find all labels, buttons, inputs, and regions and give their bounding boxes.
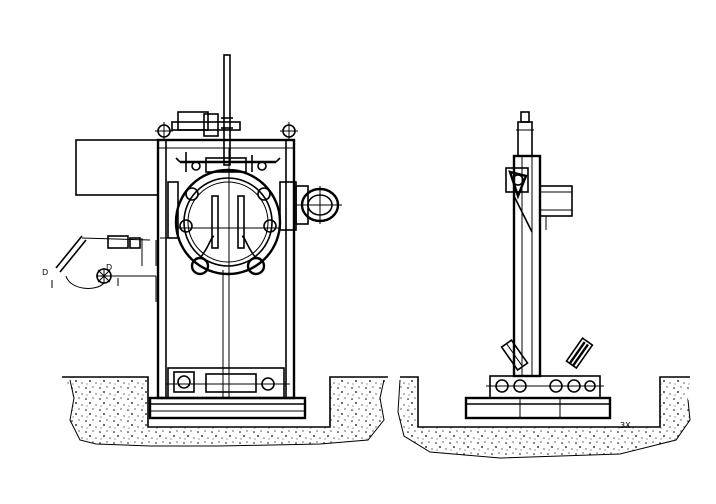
- side-bottom-rollers: [486, 375, 604, 399]
- front-drive-mechanism: [175, 152, 281, 173]
- front-top-motor: [155, 111, 298, 140]
- front-ring-assembly: [174, 168, 282, 276]
- front-bottom-drive: [166, 367, 290, 399]
- side-foundation-pit: [397, 376, 691, 459]
- front-side-guide: [160, 181, 179, 239]
- side-view: 3X: [397, 111, 691, 459]
- side-panel-box: [75, 139, 159, 196]
- side-motor: [539, 185, 573, 230]
- side-column: [512, 111, 542, 378]
- front-main-frame: [156, 138, 296, 400]
- front-arm-and-spool: [55, 235, 157, 302]
- side-head-mechanism: [505, 167, 533, 233]
- front-vertical-rod: [221, 54, 233, 166]
- section-label-d-right: D: [106, 263, 112, 272]
- front-view: D D: [42, 54, 388, 447]
- section-label-d-left: D: [42, 268, 48, 277]
- drawing-tag-label: 3X: [620, 421, 631, 430]
- front-pipe-flange: [279, 181, 342, 231]
- side-angled-rollers: [500, 337, 594, 372]
